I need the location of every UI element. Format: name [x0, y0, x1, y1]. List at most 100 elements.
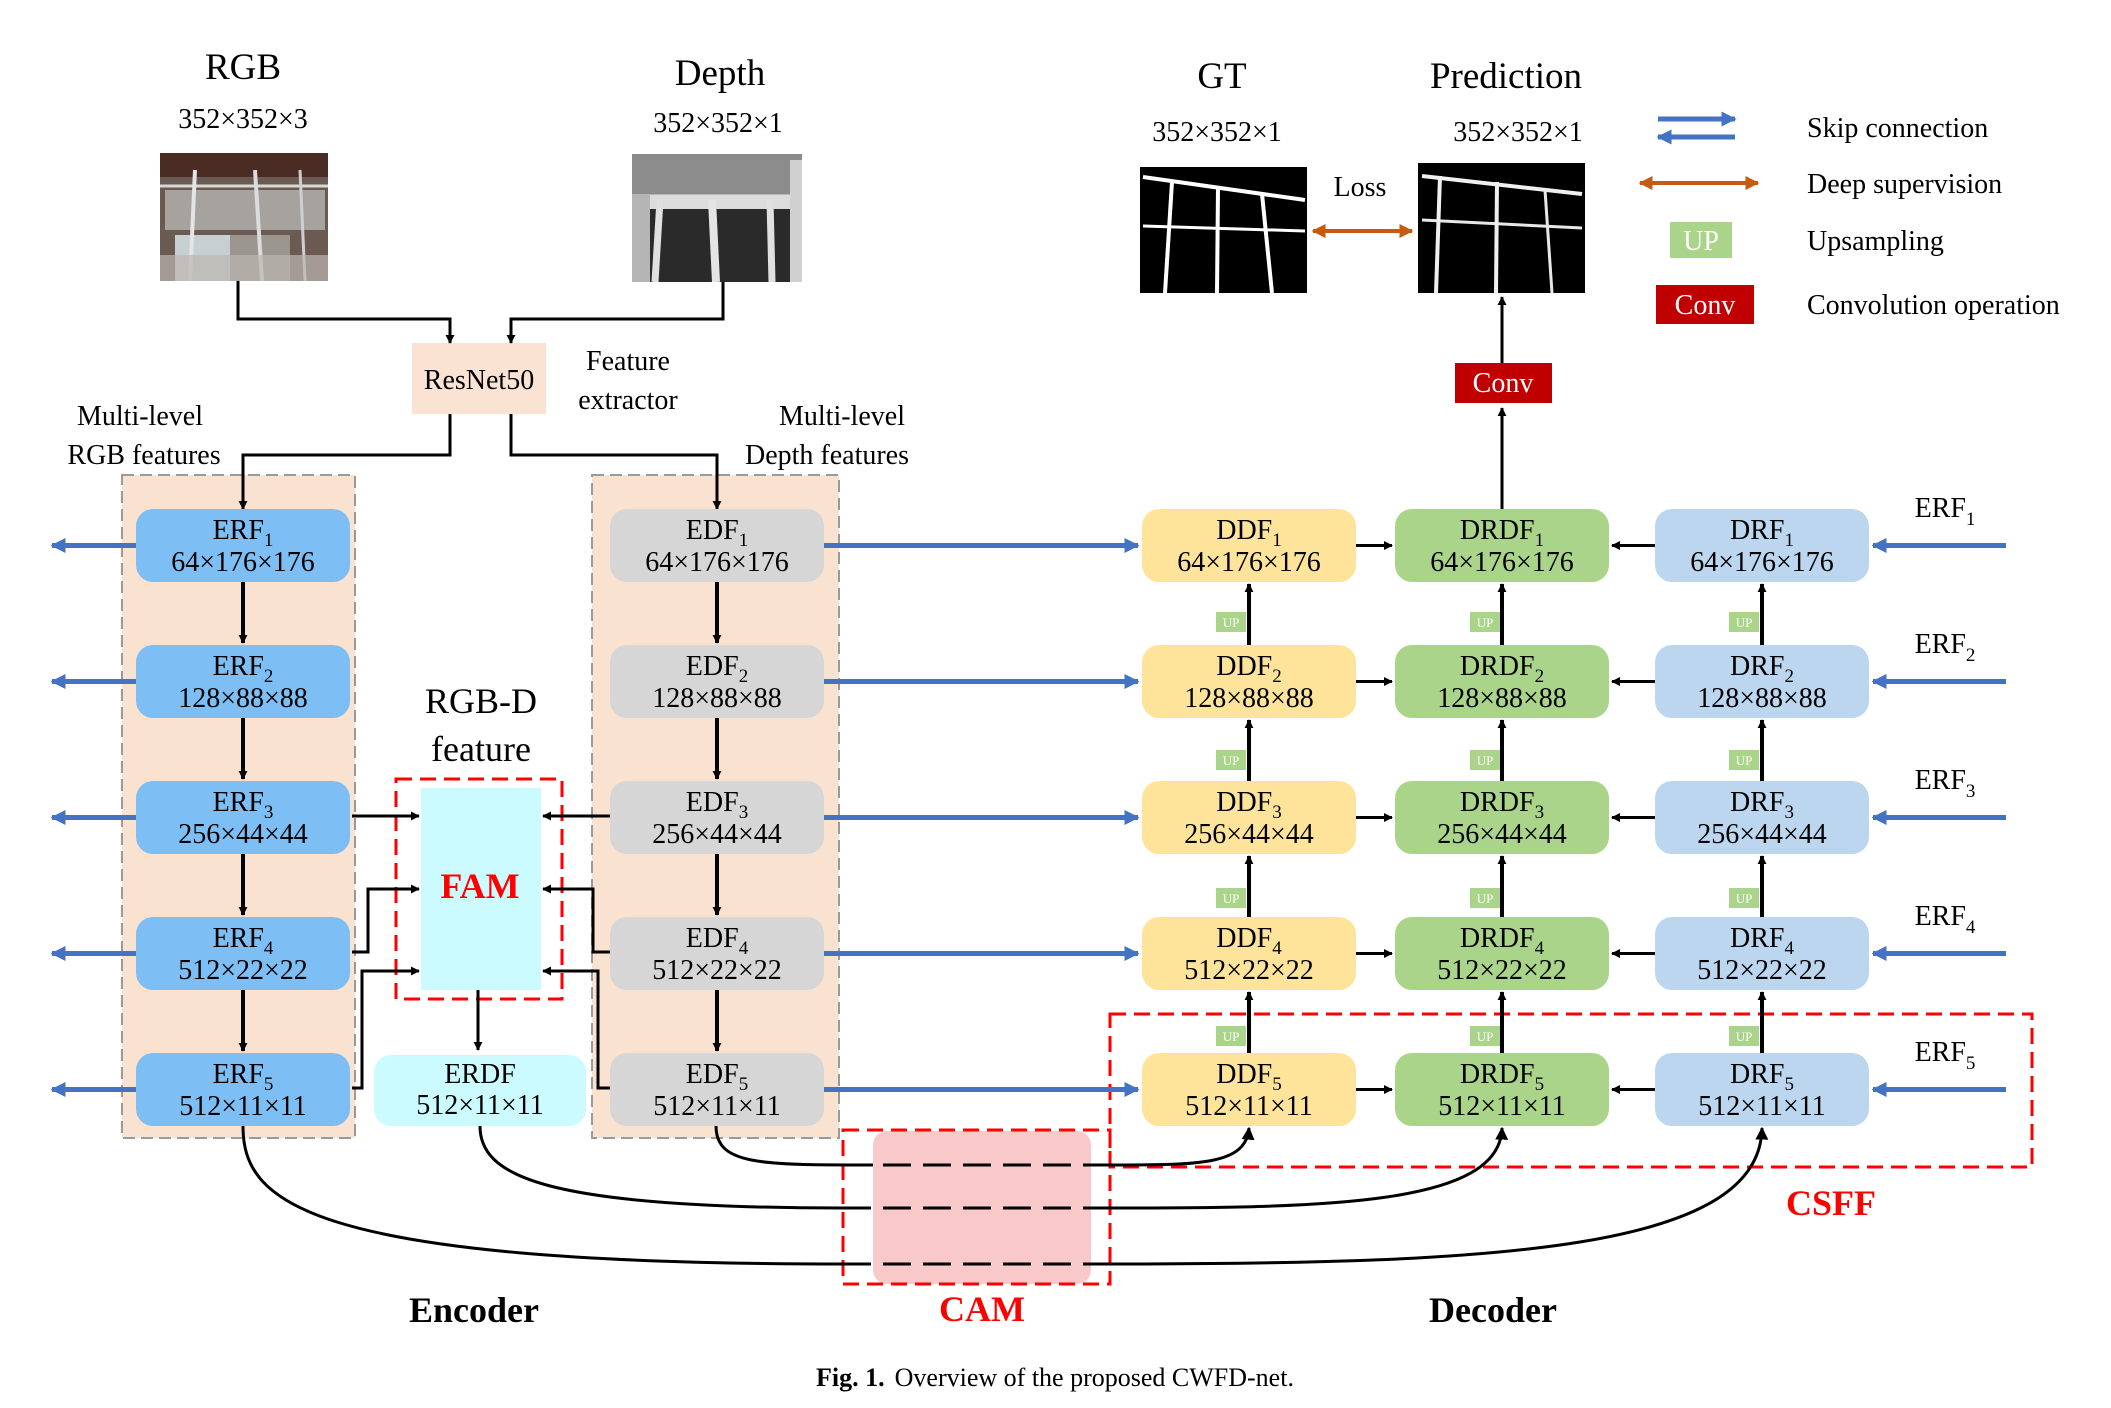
up-box-label-2-1: UP	[1223, 753, 1240, 768]
ddf1-name: DDF1	[1216, 515, 1282, 551]
up-box-label-1-2: UP	[1477, 615, 1494, 630]
erf4-node	[136, 917, 350, 990]
up-legend-box-label: UP	[1683, 226, 1719, 257]
drdf4-dims: 512×22×22	[1437, 955, 1567, 986]
rgb-features-label-line1: Multi-level	[77, 401, 203, 432]
ddf1-node	[1142, 509, 1356, 582]
erf3-name: ERF3	[213, 787, 274, 823]
prediction-dims: 352×352×1	[1453, 117, 1583, 148]
up-box-label-3-1: UP	[1223, 891, 1240, 906]
ddf4-dims: 512×22×22	[1184, 955, 1314, 986]
depth-features-label-line1: Multi-level	[779, 401, 905, 432]
cam-to-ddf5-curve	[1109, 1126, 1255, 1167]
legend: Skip connection Deep supervision UP Upsa…	[1638, 111, 2060, 324]
erf-input-label-3: ERF3	[1915, 765, 1976, 802]
up-legend-label: Upsampling	[1807, 226, 1944, 257]
erf5-cam-curve-in	[241, 1125, 844, 1266]
edf5-to-fam-arrow	[542, 966, 610, 1090]
erf5-to-fam-arrow	[352, 966, 420, 1090]
erf1-dims: 64×176×176	[171, 547, 315, 578]
edf3-node	[610, 781, 824, 854]
ddf3-name: DDF3	[1216, 787, 1282, 823]
edf4-node	[610, 917, 824, 990]
drf5-name: DRF5	[1730, 1059, 1794, 1095]
backbone-to-erf-arrow	[238, 414, 452, 510]
drf3-name: DRF3	[1730, 787, 1794, 823]
ddf1-dims: 64×176×176	[1177, 547, 1321, 578]
edf1-name: EDF1	[686, 515, 748, 551]
erf5-dims: 512×11×11	[179, 1091, 307, 1122]
drdf1-node	[1395, 509, 1609, 582]
drdf5-node	[1395, 1053, 1609, 1126]
cam-to-drdf5-curve	[1109, 1126, 1509, 1210]
caption-text: Overview of the proposed CWFD-net.	[895, 1363, 1294, 1392]
edf5-name: EDF5	[686, 1059, 748, 1095]
depth-to-backbone-arrow	[506, 282, 725, 344]
up-box-2-2	[1470, 750, 1500, 770]
up-box-label-3-2: UP	[1477, 891, 1494, 906]
ddf5-node	[1142, 1053, 1356, 1126]
drdf2-node	[1395, 645, 1609, 718]
drdf2-name: DRDF2	[1460, 651, 1544, 687]
ddf2-name: DDF2	[1216, 651, 1282, 687]
drdf4-node	[1395, 917, 1609, 990]
drdf3-name: DRDF3	[1460, 787, 1544, 823]
loss-label: Loss	[1334, 172, 1387, 203]
edf4-dims: 512×22×22	[652, 955, 782, 986]
rgb-input-image	[160, 153, 328, 282]
gt-image	[1140, 167, 1307, 294]
gt-dims: 352×352×1	[1152, 117, 1282, 148]
drf3-dims: 256×44×44	[1697, 819, 1827, 850]
up-box-1-3	[1729, 612, 1759, 632]
drf1-dims: 64×176×176	[1690, 547, 1834, 578]
caption-label: Fig. 1.	[816, 1363, 885, 1392]
erf-input-label-4: ERF4	[1915, 901, 1976, 938]
depth-features-label-line2: Depth features	[745, 440, 909, 471]
ddf4-node	[1142, 917, 1356, 990]
ddf5-name: DDF5	[1216, 1059, 1282, 1095]
erf5-node	[136, 1053, 350, 1126]
drdf3-node	[1395, 781, 1609, 854]
conv-legend-label: Convolution operation	[1807, 290, 2060, 321]
cam-to-drf5-curve	[1109, 1126, 1769, 1266]
drf2-dims: 128×88×88	[1697, 683, 1827, 714]
feature-extractor-line2: extractor	[578, 385, 678, 416]
rgbd-feature-label-line1: RGB-D	[425, 681, 537, 721]
edf1-node	[610, 509, 824, 582]
drf3-node	[1655, 781, 1869, 854]
edf4-name: EDF4	[686, 923, 749, 959]
ddf4-name: DDF4	[1216, 923, 1282, 959]
figure-caption: Fig. 1. Overview of the proposed CWFD-net…	[816, 1363, 1294, 1392]
erf5-name: ERF5	[213, 1059, 274, 1095]
up-box-1-2	[1470, 612, 1500, 632]
drdf2-dims: 128×88×88	[1437, 683, 1567, 714]
resnet50-label: ResNet50	[424, 365, 534, 396]
rgb-title: RGB	[205, 47, 281, 88]
up-box-2-3	[1729, 750, 1759, 770]
encoder-title: Encoder	[409, 1290, 539, 1330]
up-box-3-2	[1470, 888, 1500, 908]
erf2-dims: 128×88×88	[178, 683, 308, 714]
drdf1-dims: 64×176×176	[1430, 547, 1574, 578]
ddf5-dims: 512×11×11	[1185, 1091, 1313, 1122]
drdf4-name: DRDF4	[1460, 923, 1545, 959]
up-box-4-1	[1216, 1026, 1246, 1046]
up-box-label-4-1: UP	[1223, 1029, 1240, 1044]
erf-input-label-5: ERF5	[1915, 1037, 1976, 1074]
drf1-name: DRF1	[1730, 515, 1794, 551]
drf5-dims: 512×11×11	[1698, 1091, 1826, 1122]
erf4-name: ERF4	[213, 923, 274, 959]
drf1-node	[1655, 509, 1869, 582]
rgbd-feature-label-line2: feature	[431, 729, 531, 769]
csff-label: CSFF	[1786, 1183, 1876, 1223]
conv-label: Conv	[1473, 368, 1534, 399]
ddf3-dims: 256×44×44	[1184, 819, 1314, 850]
rgb-dims: 352×352×3	[178, 104, 308, 135]
depth-input-image	[632, 154, 802, 283]
up-box-label-4-3: UP	[1736, 1029, 1753, 1044]
ddf2-node	[1142, 645, 1356, 718]
up-box-1-1	[1216, 612, 1246, 632]
gt-title: GT	[1197, 56, 1246, 97]
